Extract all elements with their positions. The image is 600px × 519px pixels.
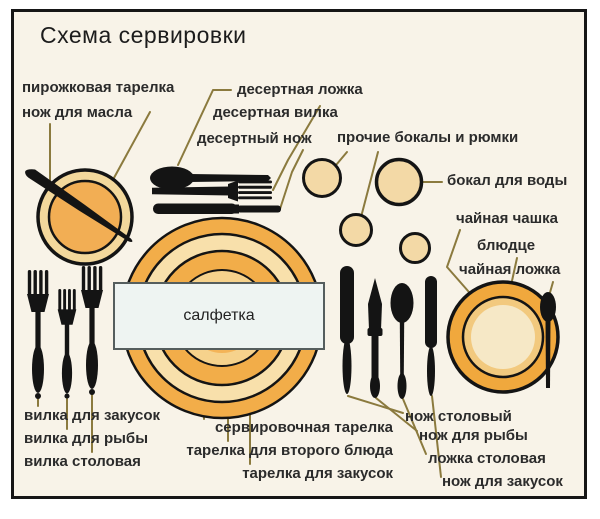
label-starter-knife: нож для закусок	[442, 473, 563, 490]
leader-line	[359, 151, 379, 222]
label-dessert-fork: десертная вилка	[213, 104, 338, 121]
leader-line	[431, 395, 442, 478]
leader-line	[177, 89, 232, 166]
table-knife-icon	[340, 266, 354, 394]
label-table-spoon: ложка столовая	[428, 450, 546, 467]
table-fork-icon	[81, 266, 103, 395]
butter-knife-icon	[25, 169, 133, 242]
label-other-glasses: прочие бокалы и рюмки	[337, 129, 519, 146]
label-fish-knife: нож для рыбы	[419, 427, 528, 444]
glass-icon	[399, 232, 431, 264]
label-water-glass: бокал для воды	[447, 172, 568, 189]
label-table-fork: вилка столовая	[24, 453, 141, 470]
label-tea-spoon: чайная ложка	[459, 261, 561, 278]
teaspoon-icon	[540, 292, 556, 388]
starter-fork-icon	[27, 270, 49, 399]
label-tea-cup: чайная чашка	[456, 210, 558, 227]
leader-line	[108, 111, 151, 188]
leader-lines	[37, 89, 554, 478]
glass-icon	[302, 158, 342, 198]
dessert-knife-icon	[153, 203, 281, 214]
dessert-fork-icon	[152, 180, 272, 202]
label-saucer: блюдце	[477, 237, 536, 254]
fish-knife-icon	[367, 278, 383, 398]
leader-line	[402, 398, 427, 455]
label-starter-plate: тарелка для закусок	[242, 465, 393, 482]
fish-fork-icon	[57, 289, 77, 399]
page-title: Схема сервировки	[40, 22, 247, 48]
water-glass-icon	[374, 157, 424, 207]
leader-line	[279, 149, 304, 210]
label-main-course-plate: тарелка для второго блюда	[186, 442, 393, 459]
dessert-spoon-icon	[150, 166, 271, 190]
label-service-plate: сервировочная тарелка	[214, 419, 393, 436]
label-dessert-spoon: десертная ложка	[237, 81, 363, 98]
leader-line	[272, 105, 321, 191]
napkin-label: салфетка	[183, 307, 255, 324]
label-dessert-knife: десертный нож	[197, 130, 312, 147]
leader-line	[375, 397, 418, 432]
glass-icon	[339, 213, 373, 247]
label-starter-fork: вилка для закусок	[24, 407, 161, 424]
label-butter-knife: нож для масла	[22, 104, 133, 121]
label-table-knife: нож столовый	[405, 408, 512, 425]
label-fish-fork: вилка для рыбы	[24, 430, 149, 447]
starter-knife-icon	[425, 276, 437, 396]
label-pie-plate: пирожковая тарелка	[22, 79, 175, 96]
teacup-saucer-icon	[446, 280, 560, 394]
table-spoon-icon	[390, 283, 414, 399]
leader-line	[347, 395, 404, 414]
napkin: салфетка	[113, 282, 325, 350]
